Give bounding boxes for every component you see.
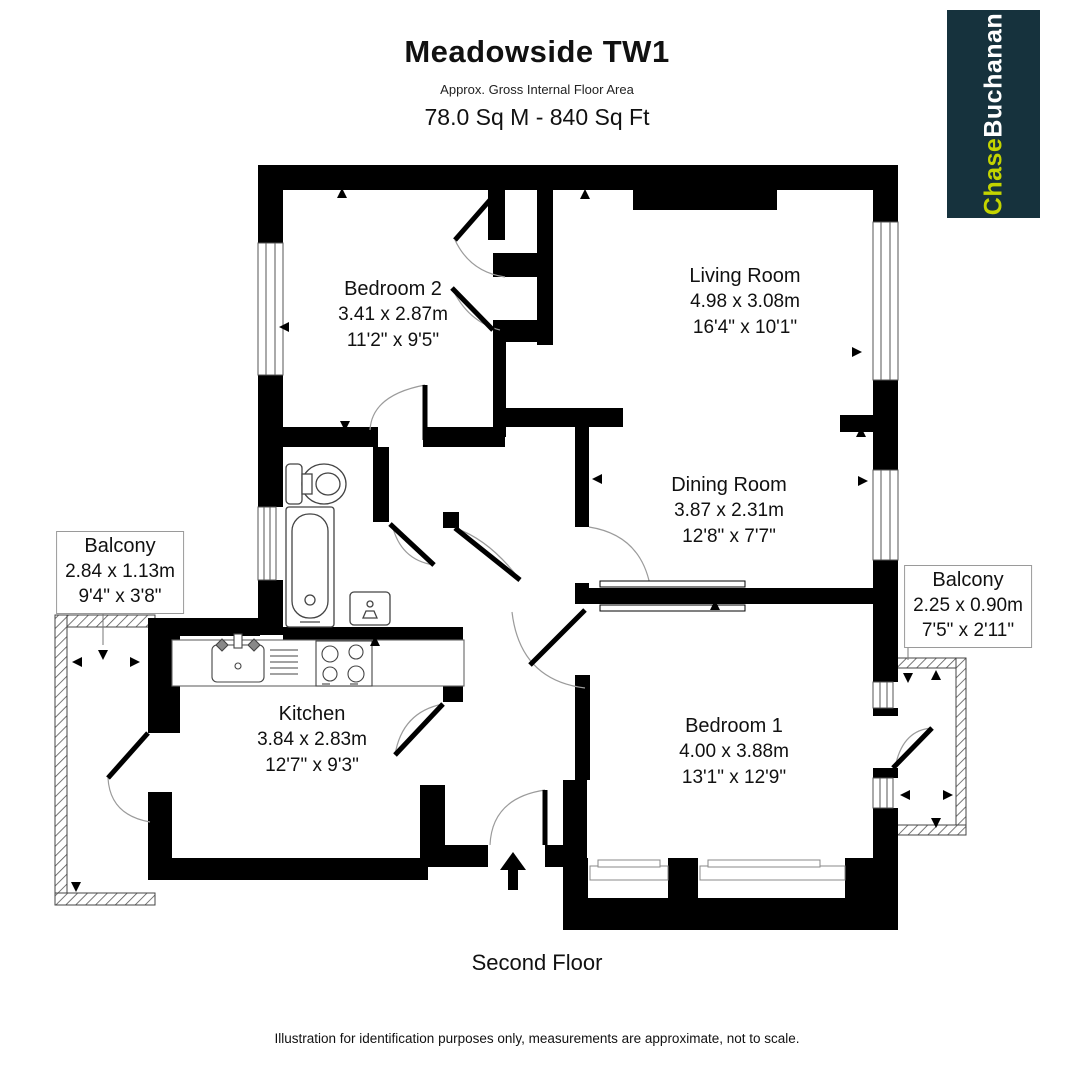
room-name: Balcony: [84, 535, 156, 557]
sliding-door-tracks: [599, 580, 746, 612]
kitchen-sink-icon: [211, 633, 265, 683]
kitchen-fixtures: [171, 633, 465, 687]
room-dim-imperial: 12'7" x 9'3": [265, 755, 359, 776]
disclaimer-text: Illustration for identification purposes…: [274, 1031, 800, 1046]
window-bedroom1-right-lower: [872, 777, 894, 809]
room-dim-metric: 2.84 x 1.13m: [65, 561, 175, 582]
chase-buchanan-logo: ChaseBuchanan: [947, 10, 1040, 218]
bathroom-fixtures: [285, 463, 391, 628]
room-name: Bedroom 1: [685, 715, 783, 737]
room-label-balcony-right: Balcony 2.25 x 0.90m 7'5" x 2'11": [904, 565, 1032, 648]
window-bedroom1-right-upper: [872, 681, 894, 709]
room-name: Bedroom 2: [344, 278, 442, 300]
room-dim-imperial: 16'4" x 10'1": [692, 317, 798, 338]
basin-icon: [349, 591, 391, 626]
measurement-arrows: [71, 188, 953, 892]
room-dim-metric: 3.84 x 2.83m: [257, 729, 367, 750]
page-subtitle: Approx. Gross Internal Floor Area: [440, 82, 634, 97]
room-label-bedroom-1: Bedroom 1 4.00 x 3.88m 13'1" x 12'9": [679, 713, 789, 791]
floor-name-label: Second Floor: [471, 950, 603, 975]
room-name: Living Room: [689, 265, 801, 287]
drainer-icon: [270, 649, 298, 675]
door-arcs: [107, 239, 933, 846]
window-dining-right: [872, 469, 899, 561]
room-dim-imperial: 12'8" x 7'7": [682, 526, 776, 547]
room-name: Kitchen: [278, 703, 346, 725]
balcony-right-structure: [892, 657, 967, 836]
room-dim-metric: 3.41 x 2.87m: [338, 304, 448, 325]
window-bedroom1-bottom-recesses: [589, 859, 846, 881]
room-label-living-room: Living Room 4.98 x 3.08m 16'4" x 10'1": [689, 263, 800, 341]
door-leaves: [106, 190, 934, 845]
room-label-bedroom-2: Bedroom 2 3.41 x 2.87m 11'2" x 9'5": [338, 276, 448, 354]
window-bedroom2-left: [257, 242, 284, 376]
room-dim-metric: 2.25 x 0.90m: [913, 595, 1023, 616]
room-dim-metric: 4.98 x 3.08m: [690, 291, 800, 312]
balcony-left-structure: [54, 614, 156, 906]
page-title: Meadowside TW1: [404, 34, 670, 69]
room-dim-imperial: 11'2" x 9'5": [346, 330, 440, 351]
room-dim-imperial: 9'4" x 3'8": [78, 586, 162, 607]
doors: [106, 190, 934, 846]
floor-area-text: 78.0 Sq M - 840 Sq Ft: [424, 104, 650, 130]
room-dim-imperial: 7'5" x 2'11": [921, 620, 1015, 641]
room-label-balcony-left: Balcony 2.84 x 1.13m 9'4" x 3'8": [56, 531, 184, 614]
walls: [148, 165, 898, 930]
hob-icon: [315, 640, 373, 687]
window-bathroom-left: [257, 506, 277, 581]
room-name: Balcony: [932, 569, 1004, 591]
room-dim-imperial: 13'1" x 12'9": [681, 767, 787, 788]
toilet-icon: [285, 463, 347, 505]
room-dim-metric: 3.87 x 2.31m: [674, 500, 784, 521]
window-living-right: [872, 221, 899, 381]
entrance-arrow-icon: [500, 852, 526, 890]
room-dim-metric: 4.00 x 3.88m: [679, 741, 789, 762]
room-label-kitchen: Kitchen 3.84 x 2.83m 12'7" x 9'3": [257, 701, 367, 779]
room-name: Dining Room: [671, 474, 787, 496]
windows: [257, 221, 899, 881]
room-label-dining-room: Dining Room 3.87 x 2.31m 12'8" x 7'7": [671, 472, 787, 550]
bathtub-icon: [285, 506, 335, 628]
